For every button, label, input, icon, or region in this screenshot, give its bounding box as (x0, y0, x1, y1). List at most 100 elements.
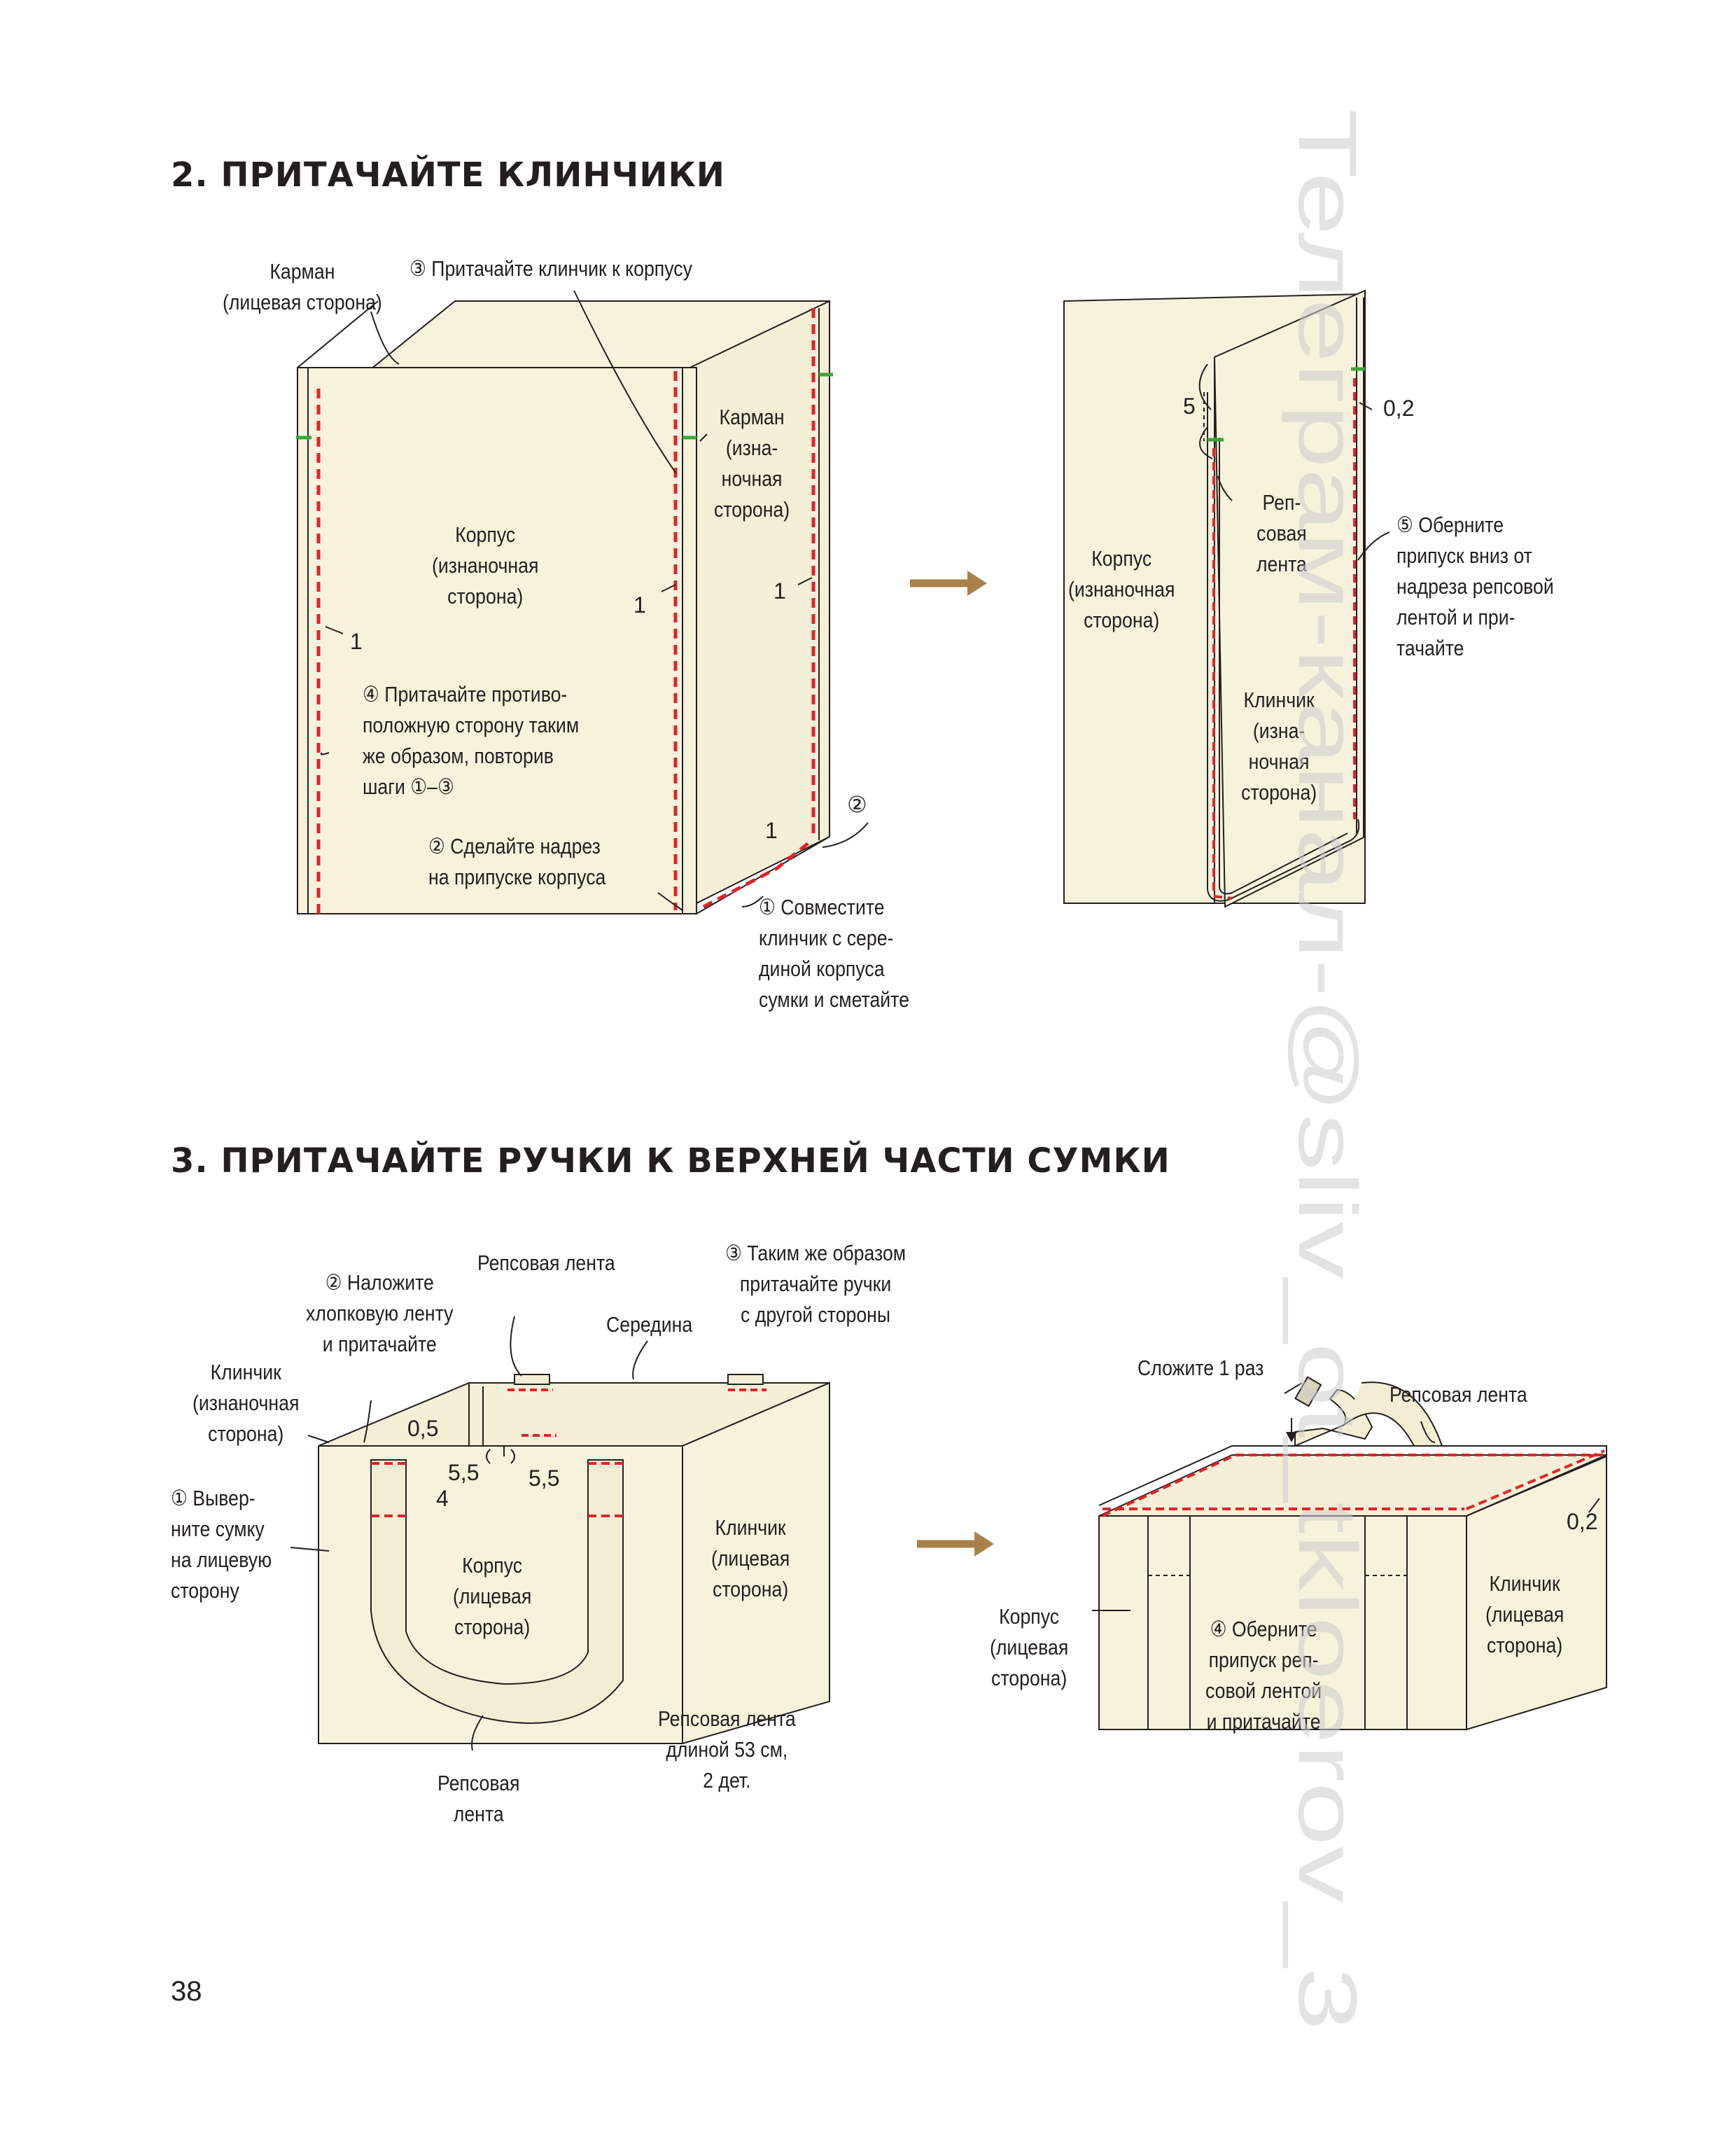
text-line: ① Совместите (759, 895, 885, 919)
mark-0-5: 0,5 (407, 1416, 439, 1441)
text-line: сторона) (1241, 780, 1317, 805)
text-line: совая (1256, 521, 1307, 545)
text-line: (лицевая (711, 1546, 790, 1571)
text-line: сторона) (447, 584, 524, 608)
text-line: на припуске корпуса (428, 865, 606, 889)
text-line: ночная (721, 466, 783, 491)
text-line: (лицевая (453, 1584, 532, 1608)
text-line: хлопковую ленту (306, 1301, 454, 1325)
mark-1-mid: 1 (634, 592, 646, 618)
text-line: сторону (171, 1578, 239, 1603)
text-line: припуск вниз от (1396, 543, 1532, 568)
text-line: и притачайте (1206, 1709, 1321, 1734)
mark-1-right: 1 (774, 578, 786, 604)
body-panel (297, 367, 697, 914)
s3-rep-tape-top: Репсовая лента (477, 1251, 615, 1275)
text-line: сторона) (1084, 608, 1160, 632)
s3-gusset-front: Клинчик (лицевая сторона) (711, 1512, 790, 1605)
text-line: тачайте (1396, 636, 1464, 660)
text-line: Корпус (1091, 546, 1152, 571)
text-line: Клинчик (1243, 688, 1315, 712)
s3-step1-label: ① Вывер- ните сумку на лицевую сторону (171, 1483, 272, 1606)
text-line: Реп- (1262, 490, 1301, 515)
text-line: (изнаночная (1068, 577, 1175, 601)
right-gusset (1213, 289, 1366, 908)
mark-4: 4 (436, 1486, 449, 1511)
text-line: сторона) (991, 1666, 1068, 1690)
text-line: Корпус (455, 522, 516, 547)
s3-step2-label: ② Наложите хлопковую ленту и притачайте (306, 1267, 453, 1360)
label-pocket-front: Карман (лицевая сторона) (223, 256, 382, 318)
text-line: 2 дет. (703, 1768, 751, 1793)
watermark: Телеграм-канал-@sliv_ot_tkloerov_3 (1281, 109, 1368, 2031)
text-line: Клинчик (1489, 1571, 1560, 1596)
s3-fold-once: Сложите 1 раз (1138, 1356, 1264, 1380)
text-line: ④ Оберните (1210, 1617, 1317, 1641)
text-line: (лицевая сторона) (223, 290, 382, 314)
text-line: надреза репсовой (1396, 574, 1554, 599)
text-line: сторона) (714, 497, 790, 522)
text-line: Репсовая (438, 1771, 520, 1795)
text-line: клинчик с сере- (759, 926, 894, 950)
step3-label: ③ Притачайте клинчик к корпусу (410, 256, 692, 281)
text-line: (лицевая (990, 1635, 1069, 1659)
s3-rep-tape-length: Репсовая лента длиной 53 см, 2 дет. (658, 1704, 796, 1796)
step2-label: ② Сделайте надрез на припуске корпуса (428, 831, 606, 893)
s3-step4-label: ④ Оберните припуск реп- совой лентой и п… (1205, 1614, 1322, 1737)
text-line: сумки и сметайте (759, 987, 909, 1012)
text-line: Репсовая лента (658, 1706, 796, 1731)
label-rep-tape: Реп- совая лента (1256, 487, 1307, 580)
label-pocket-wrong: Карман (изна- ночная сторона) (714, 402, 790, 525)
s3-rep-tape-bottom: Репсовая лента (438, 1768, 519, 1830)
text-line: ночная (1248, 749, 1310, 774)
text-line: (лицевая (1485, 1602, 1564, 1627)
s3-step3-label: ③ Таким же образом притачайте ручки с др… (725, 1238, 906, 1330)
handle-strap (370, 1459, 624, 1724)
text-line: же образом, повторив (363, 744, 554, 768)
s3-body-front-right: Корпус (лицевая сторона) (990, 1601, 1068, 1694)
s3-middle-label: Середина (606, 1312, 693, 1337)
mark-2: ② (847, 792, 867, 817)
mark-5: 5 (1183, 394, 1196, 419)
svg-text:Телеграм-канал-@sliv_ot_tkloer: Телеграм-канал-@sliv_ot_tkloerov_3 (1281, 109, 1368, 2031)
text-line: ③ Таким же образом (725, 1241, 906, 1265)
text-line: Карман (270, 259, 335, 284)
text-line: Корпус (462, 1553, 523, 1578)
s3-gusset-wrong: Клинчик (изнаночная сторона) (192, 1357, 299, 1449)
text-line: Карман (719, 405, 785, 429)
text-line: Клинчик (715, 1515, 786, 1540)
section-2-title: 2. ПРИТАЧАЙТЕ КЛИНЧИКИ (171, 155, 725, 195)
text-line: лента (1256, 552, 1307, 576)
mark-1-bottom: 1 (765, 818, 778, 843)
text-line: лентой и при- (1396, 605, 1516, 629)
text-line: (изна- (725, 436, 778, 460)
text-line: ⑤ Оберните (1396, 513, 1504, 537)
text-line: ① Вывер- (171, 1486, 255, 1510)
text-line: притачайте ручки (739, 1272, 892, 1296)
s3-rep-tape-right: Репсовая лента (1390, 1382, 1527, 1407)
step4-label: ④ Притачайте противо- положную сторону т… (363, 679, 579, 802)
step5-label: ⑤ Оберните припуск вниз от надреза репсо… (1396, 510, 1554, 664)
text-line: ните сумку (171, 1517, 265, 1541)
text-line: сторона) (713, 1577, 789, 1601)
text-line: сторона) (1487, 1633, 1563, 1657)
mark-0-2: 0,2 (1383, 396, 1415, 421)
text-line: (изнаночная (192, 1391, 300, 1415)
step1-label: ① Совместите клинчик с сере- диной корпу… (759, 892, 909, 1015)
text-line: (изна- (1252, 718, 1306, 743)
text-line: ② Сделайте надрез (428, 834, 601, 858)
text-line: диной корпуса (759, 956, 885, 981)
label-gusset-wrong: Клинчик (изна- ночная сторона) (1241, 685, 1317, 808)
text-line: на лицевую (171, 1547, 272, 1572)
mark-1-left: 1 (350, 629, 363, 654)
label-body-wrong-right: Корпус (изнаночная сторона) (1068, 543, 1175, 636)
text-line: шаги ①–③ (363, 774, 454, 799)
mark-0-2-right: 0,2 (1567, 1509, 1598, 1534)
text-line: лента (453, 1802, 504, 1826)
page-number: 38 (171, 1976, 202, 2007)
text-line: (изнаночная (432, 553, 539, 578)
text-line: ④ Притачайте противо- (363, 682, 568, 706)
text-line: Клинчик (210, 1360, 281, 1384)
